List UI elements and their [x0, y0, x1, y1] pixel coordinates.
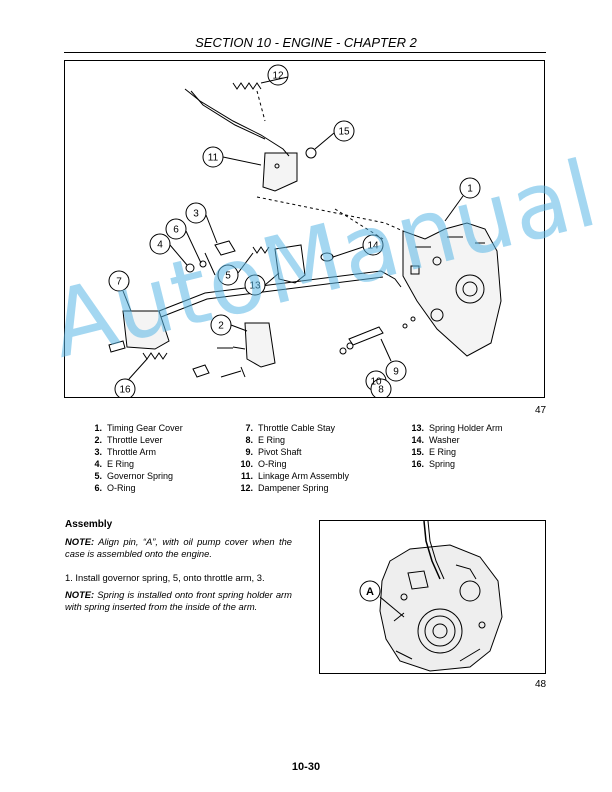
callout-8 [370, 378, 392, 397]
callout-label: 14 [367, 241, 379, 252]
page-number: 10-30 [291, 761, 321, 773]
legend-item: 11.Linkage Arm Assembly [240, 471, 350, 481]
legend-item: 1.Timing Gear Cover [94, 423, 183, 433]
header-rule [64, 52, 546, 53]
legend-item: 7.Throttle Cable Stay [245, 423, 336, 433]
callout-label: 16 [119, 385, 131, 396]
callout-label: 9 [393, 367, 399, 378]
legend-item: 12.Dampener Spring [240, 483, 329, 493]
exploded-diagram: 12 15 11 1 3 6 4 14 5 13 7 2 9 10 8 16 [108, 64, 502, 397]
callout-label: 11 [208, 153, 219, 164]
callout-label: 1 [467, 184, 473, 195]
callout-9 [385, 360, 407, 382]
legend-column-3: 13.Spring Holder Arm 14.Washer 15.E Ring… [406, 422, 503, 470]
callout-label: 2 [218, 321, 224, 332]
page-header: SECTION 10 - ENGINE - CHAPTER 2 [195, 35, 417, 50]
callout-label: 7 [116, 277, 122, 288]
figure-number-47: 47 [535, 405, 547, 416]
legend-item: 3.Throttle Arm [94, 447, 157, 457]
callout-label: 6 [173, 225, 179, 236]
legend-column-2: 7.Throttle Cable Stay 8.E Ring 9.Pivot S… [235, 422, 349, 494]
callout-A: A [366, 586, 374, 598]
callout-label: 10 [370, 377, 382, 388]
legend-item: 6.O-Ring [94, 483, 136, 493]
legend-item: 8.E Ring [245, 435, 286, 445]
callout-16 [114, 378, 136, 397]
legend-item: 13.Spring Holder Arm [411, 423, 503, 433]
callout-label: 12 [272, 71, 284, 82]
legend-item: 16.Spring [411, 459, 456, 469]
callout-label: 5 [225, 271, 231, 282]
callout-1 [459, 177, 481, 199]
note-1: NOTE: Align pin, “A”, with oil pump cove… [65, 536, 292, 559]
step-1: 1. Install governor spring, 5, onto thro… [65, 572, 265, 583]
legend-item: 10.O-Ring [240, 459, 287, 469]
figure-48-case-view: A [319, 520, 546, 674]
legend-item: 5.Governor Spring [94, 471, 174, 481]
legend-item: 4.E Ring [94, 459, 135, 469]
legend-item: 2.Throttle Lever [94, 435, 163, 445]
legend-item: 14.Washer [411, 435, 460, 445]
note-2: NOTE: Spring is installed onto front spr… [65, 589, 292, 612]
callout-label: 8 [378, 385, 384, 396]
callout-14 [362, 234, 384, 256]
figure-47-exploded-view: 12 15 11 1 3 6 4 14 5 13 7 2 9 10 8 16 [64, 60, 545, 398]
case-diagram: A [359, 521, 503, 672]
callout-label: 4 [157, 240, 163, 251]
legend-column-1: 1.Timing Gear Cover 2.Throttle Lever 3.T… [84, 422, 183, 494]
legend-item: 15.E Ring [411, 447, 457, 457]
assembly-heading: Assembly [65, 519, 113, 530]
callout-6 [165, 218, 187, 240]
callout-label: 13 [249, 281, 261, 292]
figure-number-48: 48 [535, 679, 547, 690]
callout-4 [149, 233, 171, 255]
callout-5 [217, 264, 239, 286]
callout-3 [185, 202, 207, 224]
callout-label: 15 [338, 127, 350, 138]
callout-7 [108, 270, 130, 292]
callout-15 [333, 120, 355, 142]
callout-label: 3 [193, 209, 199, 220]
legend-item: 9.Pivot Shaft [245, 447, 302, 457]
